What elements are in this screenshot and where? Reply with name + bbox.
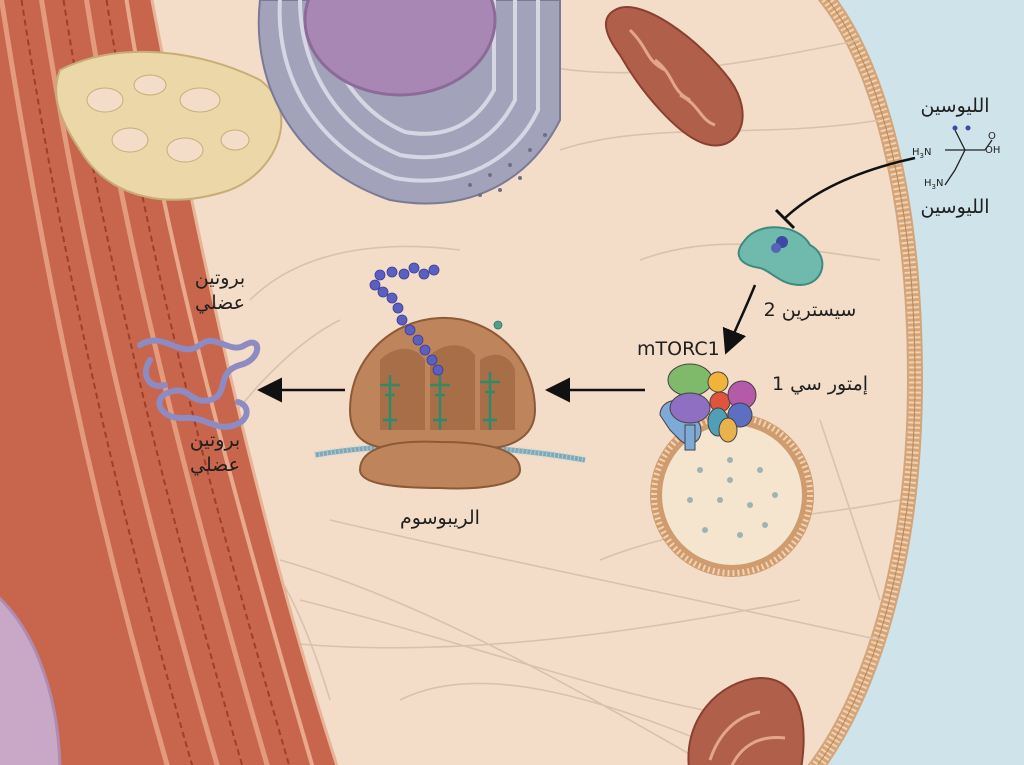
oxygen-label: O [988,131,996,142]
leucine-label-bottom: الليوسين [905,197,1005,218]
hydroxyl-label: OH [985,145,1000,156]
mtorc1-label: mTORC1 [637,339,720,360]
muscle-protein-label-bottom-line1: بروتين [175,430,255,451]
ribosome [350,318,535,488]
mtorc1-arabic-label: إمتور سي 1 [755,374,885,395]
sestrin2-label: سيسترين 2 [745,300,875,321]
amino-group-label: H3N [912,147,931,160]
amino-group-label-2: H3N [924,178,943,191]
ribosome-label: الريبوسوم [385,508,495,529]
leucine-label-top: الليوسين [905,96,1005,117]
muscle-protein-label-top-line1: بروتين [180,268,260,289]
muscle-protein-label-top-line2: عضلي [180,293,260,314]
muscle-protein-label-bottom-line2: عضلي [175,455,255,476]
